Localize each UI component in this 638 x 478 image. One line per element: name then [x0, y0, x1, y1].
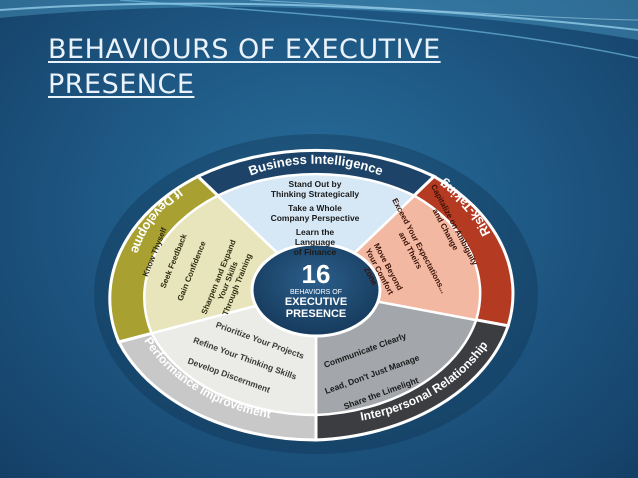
inner-sector-business-intelligence: [215, 172, 417, 292]
center-title-presence: PRESENCE: [286, 308, 347, 320]
center-title-executive: EXECUTIVE: [285, 296, 347, 308]
slide-title-line1: BEHAVIOURS OF EXECUTIVE: [48, 34, 441, 65]
ring-label-self-development: Self Development: [0, 0, 185, 256]
center-subtitle: BEHAVIORS OF: [290, 289, 342, 296]
bi-item-text: of Finance: [294, 247, 337, 257]
bi-item-text: Take a Whole: [288, 203, 342, 213]
center-number: 16: [302, 259, 331, 289]
header-swoosh-decoration: [0, 0, 638, 59]
bi-item-text: Language: [295, 237, 335, 247]
bi-item-text: Company Perspective: [271, 213, 360, 223]
slide-title-line2: PRESENCE: [48, 69, 195, 100]
center-hub: [250, 242, 382, 338]
bi-item-text: Thinking Strategically: [271, 189, 360, 199]
bi-item-text: Learn the: [296, 227, 335, 237]
slide-title: BEHAVIOURS OF EXECUTIVE PRESENCE: [48, 32, 441, 102]
ring-label-self-development-text: Self Development: [0, 0, 185, 256]
business-intelligence-items: Stand Out by Thinking Strategically Take…: [271, 179, 360, 257]
bi-item-text: Stand Out by: [289, 179, 342, 189]
